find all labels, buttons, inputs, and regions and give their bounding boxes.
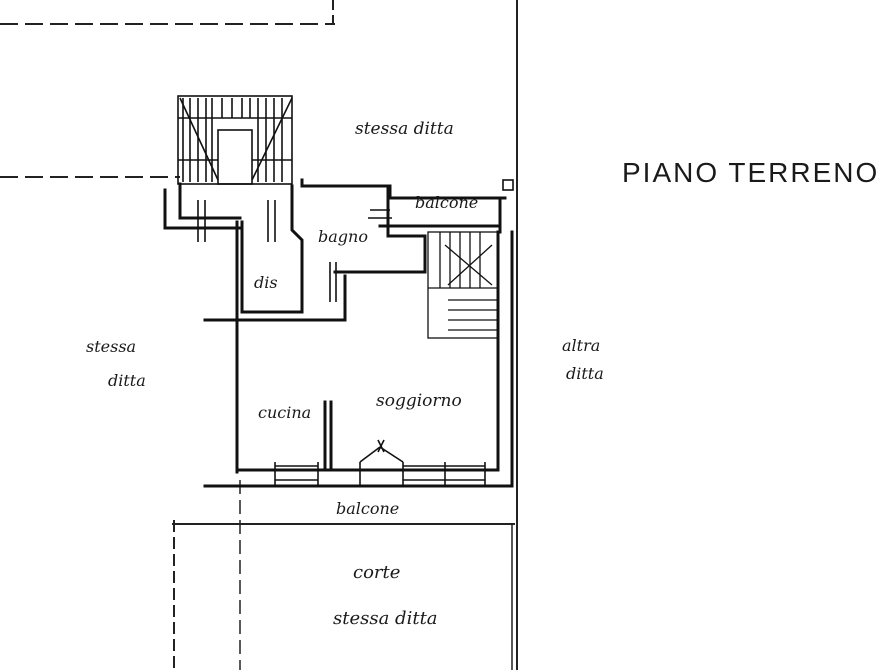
label-stessa-ditta-top: stessa ditta bbox=[355, 119, 454, 139]
apartment-walls bbox=[163, 178, 514, 488]
label-bagno: bagno bbox=[318, 227, 368, 246]
window-marks bbox=[197, 179, 514, 486]
label-dis: dis bbox=[254, 273, 278, 292]
label-altra: altra bbox=[562, 336, 600, 355]
label-balcone-top: balcone bbox=[415, 193, 478, 212]
label-stessa-ditta-bottom: stessa ditta bbox=[333, 608, 438, 629]
label-soggiorno: soggiorno bbox=[376, 391, 462, 411]
label-stessa-left: stessa bbox=[86, 337, 136, 356]
label-ditta-left: ditta bbox=[108, 371, 146, 390]
label-ditta-right: ditta bbox=[566, 364, 604, 383]
label-balcone-bottom: balcone bbox=[336, 499, 399, 518]
property-boundary-lines bbox=[0, 0, 518, 670]
staircase-inner bbox=[427, 231, 499, 339]
staircase-main bbox=[177, 95, 293, 185]
label-cucina: cucina bbox=[258, 403, 311, 422]
plan-title: PIANO TERRENO bbox=[622, 157, 879, 188]
label-corte: corte bbox=[353, 562, 400, 583]
